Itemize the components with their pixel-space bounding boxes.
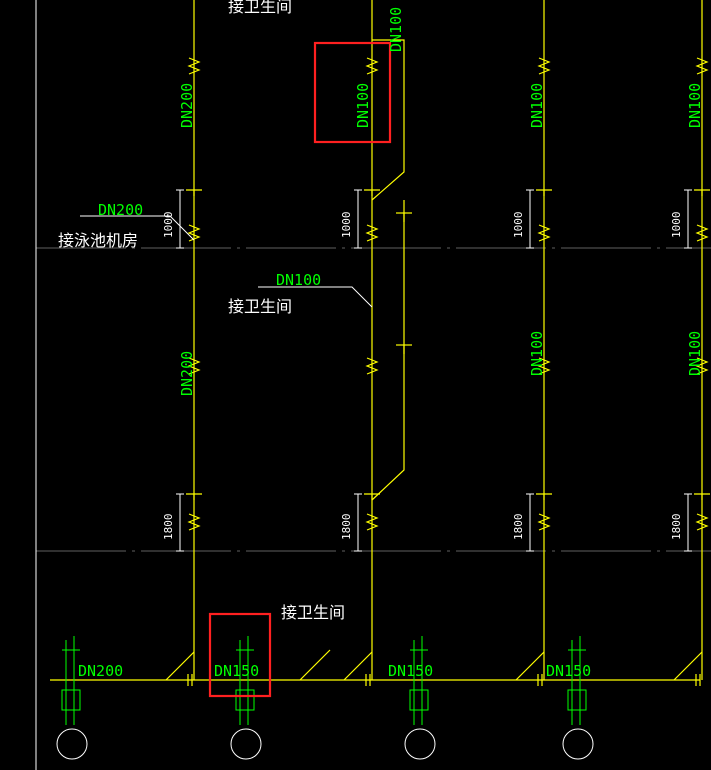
col3-upper-dn: DN100 — [528, 83, 546, 128]
zigzag-symbol — [187, 513, 201, 531]
zigzag-symbol — [365, 357, 379, 375]
vent-branch-lower — [371, 200, 405, 501]
zigzag-symbol — [537, 513, 551, 531]
collector-branch-4 — [673, 651, 703, 681]
zigzag-symbol — [187, 57, 201, 75]
dimension-brackets — [176, 189, 692, 552]
zigzag-symbol — [365, 224, 379, 242]
zigzag-symbol — [187, 357, 201, 375]
zigzag-symbols — [187, 57, 709, 531]
base-fixture-4 — [562, 636, 594, 760]
base-dn-label-2: DN150 — [214, 662, 259, 680]
fixture-pump — [562, 728, 594, 760]
pool-note: 接泳池机房 — [58, 231, 138, 250]
collector-branch-5 — [299, 649, 331, 681]
fixture-pump — [56, 728, 88, 760]
dim-bracket — [176, 493, 184, 552]
vent-branch-upper — [371, 39, 405, 201]
fixture-pump — [404, 728, 436, 760]
base-fixture-3 — [404, 636, 436, 760]
base-dn-label-3: DN150 — [388, 662, 433, 680]
tee-upper — [186, 189, 710, 196]
dim-label: 1000 — [512, 212, 525, 239]
fixture-body — [61, 636, 81, 725]
zigzag-symbol — [537, 224, 551, 242]
dim-label: 1800 — [340, 514, 353, 541]
col3-lower-dn: DN100 — [528, 331, 546, 376]
zigzag-symbol — [695, 357, 709, 375]
base-fixture-1 — [56, 636, 88, 760]
zigzag-symbol — [695, 224, 709, 242]
base-dn-label-4: DN150 — [546, 662, 591, 680]
dim-label: 1800 — [512, 514, 525, 541]
fixture-body — [409, 636, 429, 725]
base-fixture-2 — [230, 636, 262, 760]
fixture-body — [567, 636, 587, 725]
zigzag-symbol — [187, 224, 201, 242]
mid-note: 接卫生间 — [228, 297, 292, 316]
collector-branch-2 — [343, 651, 373, 681]
dim-label: 1000 — [162, 212, 175, 239]
dim-bracket — [526, 189, 534, 249]
dim-bracket — [354, 493, 362, 552]
col1-upper-dn: DN200 — [178, 83, 196, 128]
highlight-box-lower — [208, 612, 272, 698]
col4-upper-dn: DN100 — [686, 83, 704, 128]
bottom-note: 接卫生间 — [281, 603, 345, 622]
fixture-pump — [230, 728, 262, 760]
dim-label: 1800 — [670, 514, 683, 541]
collector-branch-3 — [515, 651, 545, 681]
zigzag-symbol — [695, 513, 709, 531]
zigzag-symbol — [365, 57, 379, 75]
zigzag-symbol — [537, 357, 551, 375]
dim-bracket — [684, 189, 692, 249]
dim-bracket — [354, 189, 362, 249]
pool-branch-leader — [80, 215, 195, 241]
zigzag-symbol — [695, 57, 709, 75]
col2-upper-dn: DN100 — [354, 83, 372, 128]
base-dn-label-1: DN200 — [78, 662, 123, 680]
col1-lower-dn: DN200 — [178, 351, 196, 396]
zigzag-symbol — [365, 513, 379, 531]
dim-bracket — [176, 189, 184, 249]
mid-branch-leader — [258, 286, 373, 308]
col2-top-dn: DN100 — [387, 7, 405, 52]
fixture-body — [235, 636, 255, 725]
pool-dn-label: DN200 — [98, 201, 143, 219]
dim-label: 1000 — [670, 212, 683, 239]
base-fixtures — [56, 636, 594, 760]
dim-label: 1000 — [340, 212, 353, 239]
highlight-box-upper — [313, 41, 392, 144]
riser-tees — [186, 189, 710, 500]
zigzag-symbol — [537, 57, 551, 75]
top-note: 接卫生间 — [228, 0, 292, 16]
mid-dn-label: DN100 — [276, 271, 321, 289]
tee-lower — [186, 493, 710, 500]
dim-bracket — [526, 493, 534, 552]
collector-branch-1 — [165, 651, 195, 681]
dim-label: 1800 — [162, 514, 175, 541]
col4-lower-dn: DN100 — [686, 331, 704, 376]
dim-bracket — [684, 493, 692, 552]
